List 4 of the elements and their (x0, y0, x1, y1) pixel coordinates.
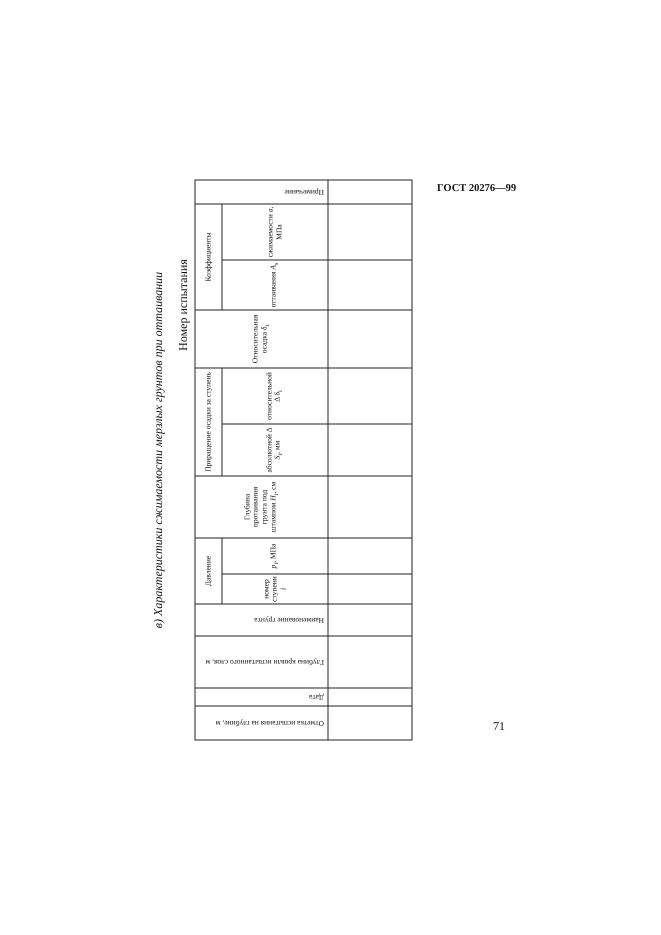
table-title: в) Характеристики сжимаемости мерзлых грунтов при оттаивании (151, 270, 166, 630)
page-header: ГОСТ 20276—99 (437, 183, 516, 194)
page-number: 71 (493, 719, 505, 734)
table-caption: Номер испытания (176, 258, 191, 353)
